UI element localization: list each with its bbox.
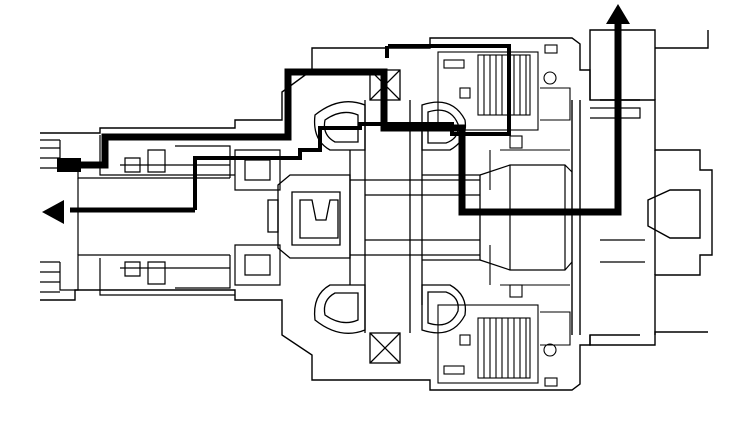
output-assembly [479, 107, 645, 271]
housing-outline [40, 29, 713, 391]
left-hub-block [57, 158, 81, 172]
arrow-left-icon [42, 200, 64, 224]
arrow-up-icon [606, 4, 630, 24]
clutch-packs [437, 44, 571, 387]
flow-path-b [70, 44, 511, 213]
flow-path-a [57, 22, 622, 216]
